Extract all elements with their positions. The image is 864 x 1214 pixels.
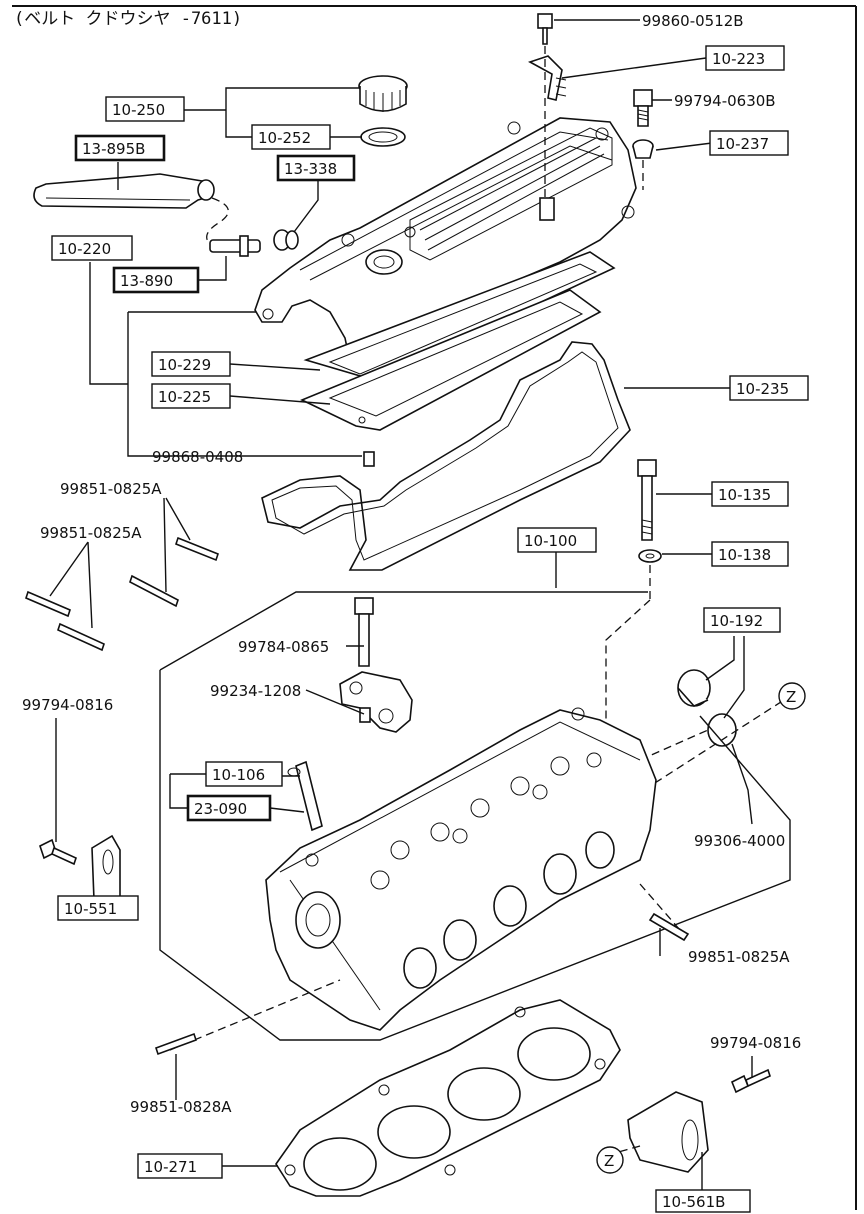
plug-99306	[707, 713, 737, 747]
bracket-10-223	[528, 55, 567, 101]
bolt-99794-0816-right	[730, 1068, 771, 1094]
label-10-220: 10-220	[51, 235, 133, 261]
label-13-338: 13-338	[276, 154, 356, 182]
plug-10-192	[677, 669, 711, 707]
label-99794-0816-right: 99794-0816	[710, 1034, 801, 1052]
label-99794-0816-left: 99794-0816	[22, 696, 113, 714]
label-10-561b: 10-561B	[655, 1189, 751, 1213]
bolt-99868-0408	[363, 451, 375, 467]
svg-text:10-561B: 10-561B	[662, 1193, 725, 1211]
svg-text:13-338: 13-338	[284, 160, 337, 178]
label-99784-0865: 99784-0865	[238, 638, 329, 656]
head-gasket	[275, 999, 621, 1197]
axis-line-5	[169, 883, 681, 1051]
valve-guide	[287, 760, 323, 832]
z-marker-bottom: Z	[596, 1146, 624, 1174]
label-13-895b: 13-895B	[74, 134, 166, 162]
svg-text:13-895B: 13-895B	[82, 140, 145, 158]
z-marker-top: Z	[778, 682, 806, 710]
valve-cover	[254, 117, 637, 363]
label-10-252: 10-252	[251, 124, 331, 150]
label-99868-0408: 99868-0408	[152, 448, 243, 466]
label-10-106: 10-106	[205, 761, 283, 787]
head-bolt-washer	[638, 549, 662, 563]
bracket-99234	[339, 671, 413, 733]
svg-text:10-250: 10-250	[112, 101, 165, 119]
label-23-090: 23-090	[186, 794, 272, 822]
svg-text:10-106: 10-106	[212, 766, 265, 784]
svg-text:10-225: 10-225	[158, 388, 211, 406]
head-cover-gasket	[261, 341, 631, 571]
svg-text:10-220: 10-220	[58, 240, 111, 258]
label-10-235: 10-235	[729, 375, 809, 401]
label-10-135: 10-135	[711, 481, 789, 507]
grommet	[273, 229, 299, 251]
head-bolt	[637, 459, 657, 541]
label-99851-0825a-2: 99851-0825A	[40, 524, 142, 542]
axis-line-4	[639, 699, 785, 791]
stud-bolts-left	[25, 536, 219, 652]
gasket-10-225	[300, 289, 602, 431]
header-text: (ベルト クドウシヤ -7611)	[14, 9, 242, 29]
label-10-551: 10-551	[57, 895, 139, 921]
label-10-223: 10-223	[705, 45, 785, 71]
cap-gasket	[360, 127, 406, 147]
label-10-225: 10-225	[151, 383, 231, 409]
label-99794-0630b: 99794-0630B	[674, 92, 776, 110]
bolt-99794-0630b	[633, 89, 653, 127]
stud-bolt-bottom	[154, 1032, 198, 1056]
bolt-99784-0865	[354, 597, 374, 667]
axis-line-3	[605, 565, 651, 760]
svg-text:Z: Z	[604, 1152, 614, 1170]
oil-filler-cap	[358, 75, 408, 112]
svg-text:10-235: 10-235	[736, 380, 789, 398]
label-99851-0828a: 99851-0828A	[130, 1098, 232, 1116]
label-13-890: 13-890	[112, 266, 200, 294]
bolt-99860	[537, 13, 553, 45]
svg-text:10-252: 10-252	[258, 129, 311, 147]
group-outline	[159, 591, 791, 1041]
svg-text:10-135: 10-135	[718, 486, 771, 504]
svg-text:10-551: 10-551	[64, 900, 117, 918]
svg-text:10-223: 10-223	[712, 50, 765, 68]
label-99860-0512b: 99860-0512B	[642, 12, 744, 30]
pcv-valve	[209, 235, 261, 257]
svg-text:10-138: 10-138	[718, 546, 771, 564]
label-10-271: 10-271	[137, 1153, 223, 1179]
label-10-100: 10-100	[517, 527, 597, 553]
pcv-hose	[33, 173, 229, 245]
svg-text:23-090: 23-090	[194, 800, 247, 818]
seal-washer-10-237	[632, 139, 654, 159]
label-99851-0825a-3: 99851-0825A	[688, 948, 790, 966]
label-10-250: 10-250	[105, 96, 185, 122]
svg-text:10-229: 10-229	[158, 356, 211, 374]
bolt-99794-0816-left	[39, 838, 77, 866]
svg-text:10-271: 10-271	[144, 1158, 197, 1176]
bracket-10-561b	[627, 1091, 709, 1173]
page-border	[12, 5, 857, 1210]
label-99306-4000: 99306-4000	[694, 832, 785, 850]
gasket-10-229	[303, 251, 616, 381]
svg-text:Z: Z	[786, 688, 796, 706]
cylinder-head	[265, 707, 657, 1031]
svg-text:13-890: 13-890	[120, 272, 173, 290]
svg-text:10-100: 10-100	[524, 532, 577, 550]
stud-bolt-right	[648, 912, 690, 942]
label-99234-1208: 99234-1208	[210, 682, 301, 700]
svg-text:10-192: 10-192	[710, 612, 763, 630]
label-10-192: 10-192	[703, 607, 781, 633]
leader-lines	[49, 19, 753, 1190]
label-10-229: 10-229	[151, 351, 231, 377]
svg-text:10-237: 10-237	[716, 135, 769, 153]
label-10-138: 10-138	[711, 541, 789, 567]
label-99851-0825a-1: 99851-0825A	[60, 480, 162, 498]
label-10-237: 10-237	[709, 130, 789, 156]
